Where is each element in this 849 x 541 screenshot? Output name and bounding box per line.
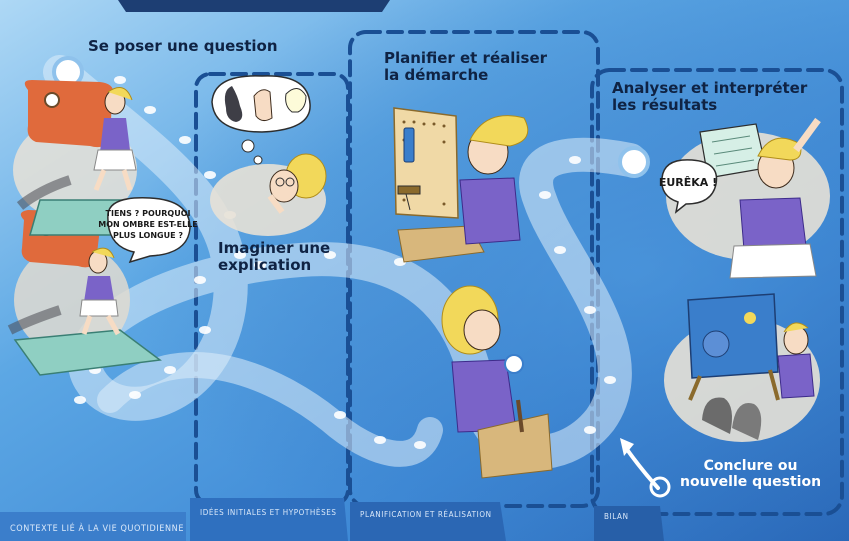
speech-text-eureka: EURÊKA ! [659,176,717,189]
analysis-illustration [661,117,830,442]
stage-title-analysis: Analyser et interpréter les résultats [612,79,808,115]
rabbit-shadow-icon [224,86,243,122]
tag-plates [0,498,664,541]
hand-icon [253,89,273,122]
tag-analysis: Bilan [604,512,629,521]
flashlight-beam-icon [504,354,524,374]
speech-bubble-shadow-question [107,197,191,264]
stage-title-question: Se poser une question [88,37,278,55]
speech-line: PLUS LONGUE ? [113,231,183,240]
stage-title-planning: Planifier et réaliser la démarche [384,49,548,85]
planet-icon [702,330,730,358]
stage-title-conclusion: Conclure ou nouvelle question [680,458,822,491]
planning-illustration [393,107,553,479]
light-bulb-icon [285,88,307,113]
speech-line: MON OMBRE EST-ELLE [98,220,197,229]
speech-line: TIENS ? POURQUOI [106,209,191,218]
tag-question: Contexte lié à la vie quotidienne [10,524,185,534]
sun-icon [744,312,756,324]
hammer-icon [397,185,421,211]
return-circle-icon [649,476,671,498]
tag-hypothesis: Idées initiales et hypothèses [200,508,337,517]
top-tab [118,0,390,12]
cycle-arrow-icon [624,446,660,490]
speech-text-shadow-question: TIENS ? POURQUOI MON OMBRE EST-ELLE PLUS L… [98,209,197,240]
hypothesis-illustration [210,75,327,236]
clock-icon [44,92,60,108]
flashlight-icon [403,127,415,163]
end-marker [618,146,650,178]
tag-planning: Planification et réalisation [360,510,492,519]
stage-title-hypothesis: Imaginer une explication [218,239,331,275]
